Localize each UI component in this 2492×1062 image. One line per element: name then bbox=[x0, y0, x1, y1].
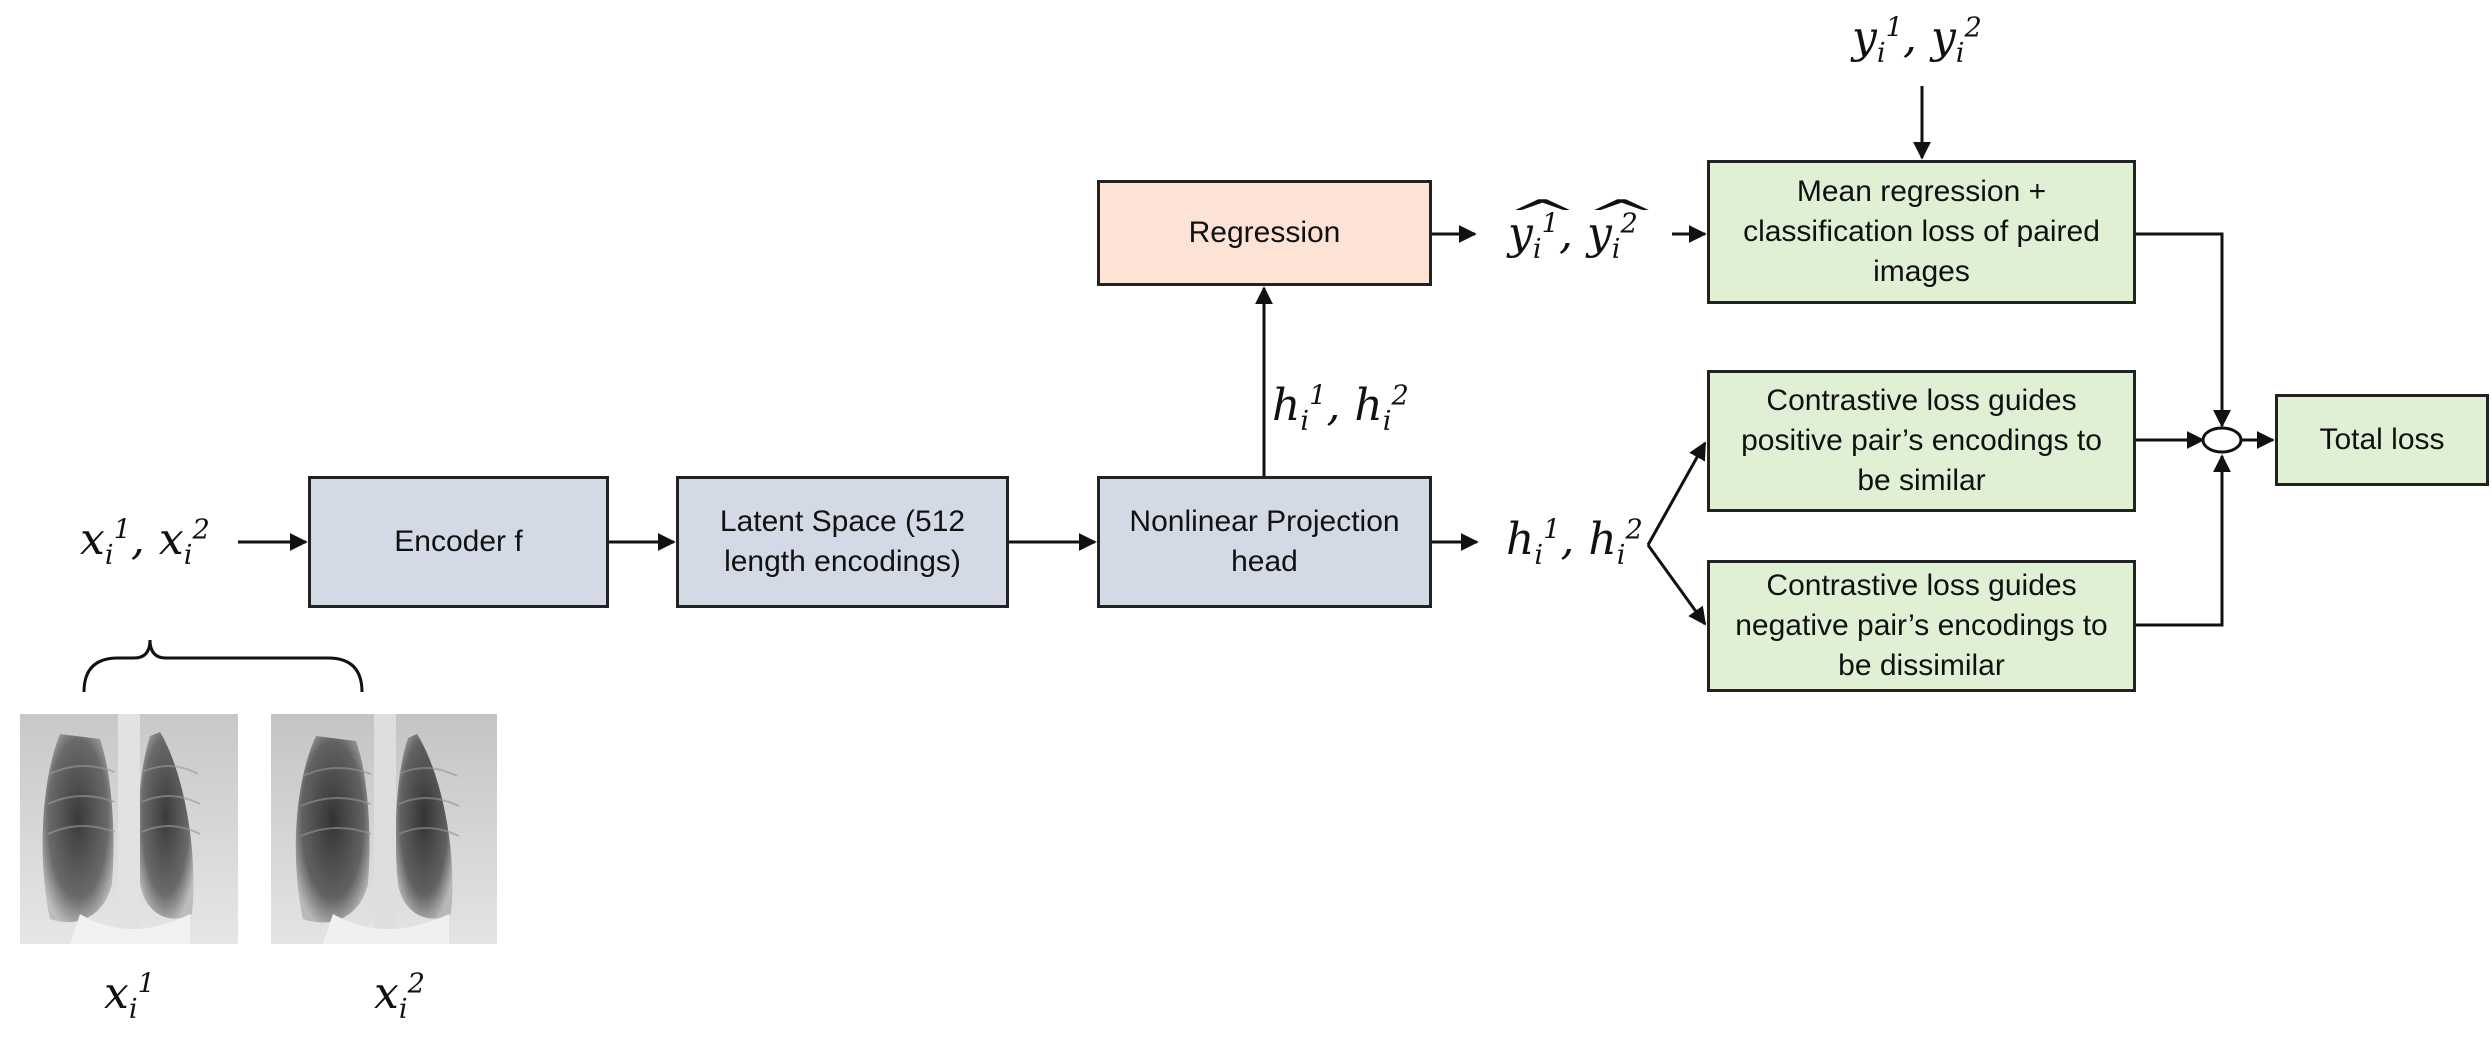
mean-regression-loss-label: Mean regression + classification loss of… bbox=[1743, 175, 2100, 288]
arrow-h-to-negative bbox=[1646, 544, 1707, 626]
arrow-h-to-positive bbox=[1646, 441, 1707, 546]
total-loss-box: Total loss bbox=[2275, 394, 2489, 486]
arrow-negative-to-sum bbox=[2136, 454, 2231, 627]
encoder-box: Encoder f bbox=[308, 476, 609, 608]
y-hat-label: ^yi1, ^yi2 bbox=[1506, 192, 1658, 265]
regression-box: Regression bbox=[1097, 180, 1432, 286]
sum-node bbox=[2201, 426, 2243, 454]
chest-xray-image-2 bbox=[271, 714, 497, 944]
regression-label: Regression bbox=[1188, 216, 1341, 249]
y-hat-2: ^yi2 bbox=[1584, 192, 1658, 265]
latent-space-label: Latent Space (512 length encodings) bbox=[719, 505, 966, 578]
chest-xray-image-1 bbox=[20, 714, 238, 944]
contrastive-negative-label: Contrastive loss guides negative pair’s … bbox=[1735, 569, 2108, 682]
contrastive-positive-label: Contrastive loss guides positive pair’s … bbox=[1741, 384, 2102, 497]
image-2-label: xi2 bbox=[374, 968, 425, 1025]
projection-head-label: Nonlinear Projection head bbox=[1129, 505, 1400, 578]
encoder-label: Encoder f bbox=[394, 525, 523, 558]
image-1-label: xi1 bbox=[104, 968, 155, 1025]
latent-space-box: Latent Space (512 length encodings) bbox=[676, 476, 1009, 608]
projection-head-box: Nonlinear Projection head bbox=[1097, 476, 1432, 608]
y-true-label: yi1, yi2 bbox=[1852, 12, 1982, 69]
total-loss-label: Total loss bbox=[2319, 423, 2445, 456]
h-right-label: hi1, hi2 bbox=[1506, 514, 1643, 571]
input-pair-label: xi1, xi2 bbox=[80, 514, 210, 571]
arrow-loss-to-sum bbox=[2136, 232, 2231, 428]
h-upper-label: hi1, hi2 bbox=[1272, 380, 1409, 437]
y-hat-1: ^yi1 bbox=[1506, 192, 1579, 265]
contrastive-negative-box: Contrastive loss guides negative pair’s … bbox=[1707, 560, 2136, 692]
contrastive-positive-box: Contrastive loss guides positive pair’s … bbox=[1707, 370, 2136, 512]
mean-regression-loss-box: Mean regression + classification loss of… bbox=[1707, 160, 2136, 304]
curly-brace bbox=[82, 639, 364, 693]
